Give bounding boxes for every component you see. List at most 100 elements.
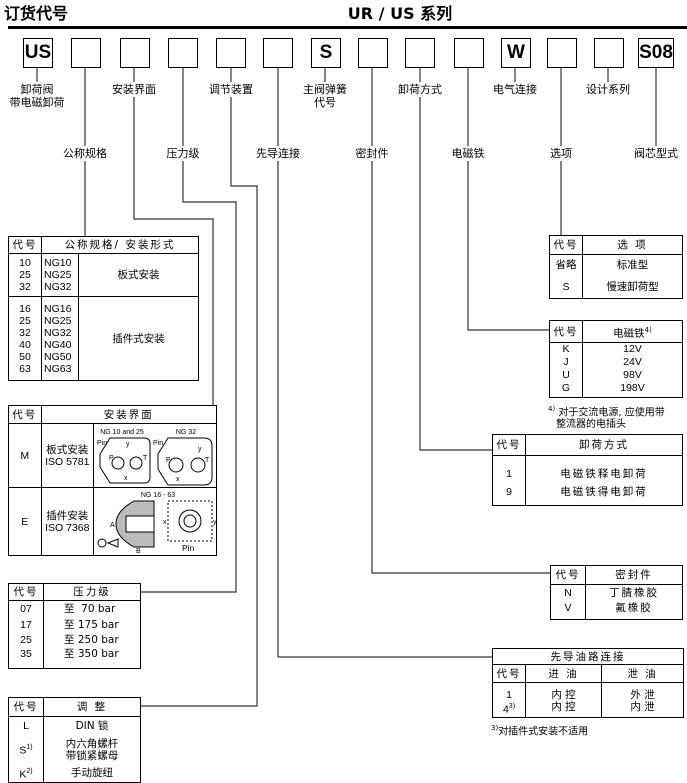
codes-cell: 16 25 32 40 50 63	[8, 296, 42, 381]
connector-line	[133, 67, 214, 405]
diagram-label: B	[136, 548, 141, 555]
code-box-mounting-face[interactable]	[120, 38, 150, 68]
value-cell: 标准型	[582, 254, 683, 276]
value-cell: 至 175 bar	[43, 617, 141, 633]
code-box-pressure[interactable]	[168, 38, 198, 68]
label-spring: 主阀弹簧代号	[280, 83, 370, 109]
label-line: 带电磁卸荷	[9, 96, 65, 109]
code-cell: M	[8, 423, 42, 488]
nominal-size-table: 代号公称规格/ 安装形式 10 25 32 NG10 NG25 NG32 板式安…	[8, 236, 199, 381]
label-design-series: 设计系列	[563, 83, 653, 96]
code-cell: 17	[8, 617, 44, 633]
label-mounting-face: 安装界面	[89, 83, 179, 96]
code-cell: L	[8, 716, 44, 735]
footnote-text: 对于交流电源, 应使用带	[558, 407, 665, 419]
subplate-mounting-diagram: NG 10 and 25 NG 32 Pin P T x y Pin P T	[97, 429, 213, 485]
code-box-spool-type: S08	[638, 38, 674, 68]
footnote-mark: 3)	[491, 724, 499, 732]
code-box-seal[interactable]	[358, 38, 388, 68]
label-line: 代号	[314, 96, 336, 109]
code-box-pilot[interactable]	[263, 38, 293, 68]
value-cell: 氟橡胶	[585, 601, 683, 620]
mount-cell: 插件式安装	[78, 296, 199, 381]
header-code: 代号	[549, 235, 583, 255]
connector-line	[467, 67, 549, 331]
code-text: S	[19, 744, 27, 757]
port-t	[190, 457, 206, 472]
header-drain: 泄 油	[601, 664, 684, 683]
footnote-text: 整流器的电插头	[556, 419, 626, 431]
connector-line	[419, 67, 492, 451]
header-text: 电磁铁	[613, 327, 645, 340]
footnote-mark: 4)	[548, 405, 556, 413]
header-code: 代号	[550, 565, 586, 585]
footnote-ref: 1)	[26, 744, 33, 752]
diagram-label: y	[126, 441, 130, 448]
sizes-cell: NG10 NG25 NG32	[41, 253, 79, 297]
diagram-label: x	[124, 475, 128, 482]
diagram-label: A	[110, 522, 115, 529]
value-cell: 丁腈橡胶	[585, 584, 683, 602]
code-cell: 1	[492, 455, 526, 480]
header-title: 公称规格/ 安装形式	[41, 236, 199, 254]
header-code: 代号	[8, 236, 42, 254]
valve-outline	[157, 437, 213, 485]
port-t	[129, 456, 143, 469]
code-box-adjustment[interactable]	[216, 38, 246, 68]
code-box-unloading[interactable]	[405, 38, 435, 68]
label-solenoid: 电磁铁	[423, 147, 513, 160]
label-spool-type: 阀芯型式	[611, 147, 687, 160]
value-cell: 电磁铁释电卸荷	[525, 455, 683, 480]
in-cell: 内 控	[525, 700, 602, 718]
code-box-spring: S	[311, 38, 341, 68]
header-title: 密封件	[585, 565, 683, 585]
value-cell: 电磁铁得电卸荷	[525, 479, 683, 506]
label-seal: 密封件	[327, 147, 417, 160]
label-pressure: 压力级	[138, 147, 228, 160]
code-box-design-series[interactable]	[594, 38, 624, 68]
code-cell: U	[549, 368, 583, 382]
cartridge-mounting-diagram: NG 16 - 63 A B x y Pin	[97, 492, 217, 555]
value-cell: 12V	[582, 342, 683, 356]
drain-cell: 外 泄	[601, 682, 684, 701]
label-unloading: 卸荷方式	[375, 83, 465, 96]
standard-text: ISO 7368	[45, 521, 90, 534]
code-cell: 07	[8, 600, 44, 618]
header-title: 安装界面	[40, 405, 218, 424]
standard-text: ISO 5781	[45, 455, 90, 468]
diagram-label: Pin	[97, 440, 107, 447]
value-cell: 内六角螺杆带锁紧螺母	[43, 734, 141, 765]
diagram-label: NG 10 and 25	[100, 429, 144, 436]
code-box-solenoid[interactable]	[454, 38, 484, 68]
code-box-electrical: W	[501, 38, 531, 68]
title-rule	[8, 26, 687, 29]
value-line: 内六角螺杆	[65, 737, 119, 750]
diagram-label: NG 32	[176, 429, 196, 436]
code-cell: V	[550, 601, 586, 620]
code-cell: J	[549, 355, 583, 369]
value-line: 带锁紧螺母	[65, 749, 119, 762]
cavity-circle	[183, 514, 197, 527]
code-text: K	[19, 768, 27, 781]
code-box-valve-type: US	[23, 38, 53, 68]
value-cell: 至 70 bar	[43, 600, 141, 618]
code-box-options[interactable]	[547, 38, 577, 68]
connector-line	[140, 67, 237, 593]
value-cell: 至 250 bar	[43, 632, 141, 648]
label-electrical: 电气连接	[470, 83, 560, 96]
header-code: 代号	[492, 664, 526, 683]
code-cell: G	[549, 381, 583, 398]
code-text: 4	[502, 703, 509, 715]
code-cell: 43)	[492, 700, 526, 718]
code-box-nominal-size[interactable]	[71, 38, 101, 68]
code-cell: K	[549, 342, 583, 356]
sizes-cell: NG16 NG25 NG32 NG40 NG50 NG63	[41, 296, 79, 381]
footnote-text: 对插件式安装不适用	[498, 726, 589, 738]
cavity-outline	[167, 500, 213, 541]
